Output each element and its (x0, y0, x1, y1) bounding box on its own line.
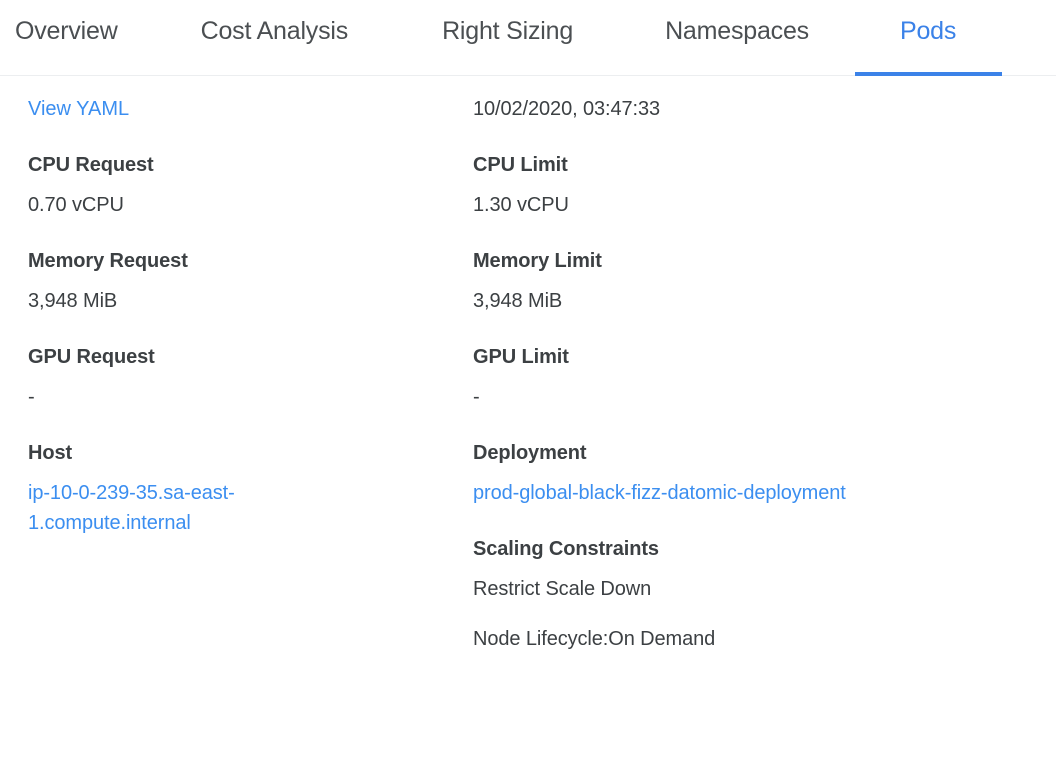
field-deployment: Deployment prod-global-black-fizz-datomi… (473, 440, 1024, 508)
cpu-limit-label: CPU Limit (473, 154, 568, 176)
tab-bar: Overview Cost Analysis Right Sizing Name… (0, 0, 1056, 76)
deployment-link[interactable]: prod-global-black-fizz-datomic-deploymen… (473, 482, 846, 504)
scaling-constraints-label: Scaling Constraints (473, 538, 659, 560)
memory-request-value: 3,948 MiB (28, 290, 118, 312)
tab-overview[interactable]: Overview (0, 0, 160, 75)
host-label: Host (28, 442, 73, 464)
tab-cost-analysis-label: Cost Analysis (200, 17, 349, 45)
timestamp-row: 10/02/2020, 03:47:33 (473, 94, 1024, 124)
field-cpu-request: CPU Request 0.70 vCPU (28, 152, 464, 220)
pod-detail-right-column: 10/02/2020, 03:47:33 CPU Limit 1.30 vCPU… (464, 94, 1024, 654)
scaling-constraint-item: Node Lifecycle:On Demand (473, 628, 716, 650)
deployment-label: Deployment (473, 442, 587, 464)
host-link[interactable]: ip-10-0-239-35.sa-east-1.compute.interna… (28, 482, 235, 534)
tab-pods[interactable]: Pods (854, 0, 1003, 76)
tab-overview-label: Overview (15, 17, 118, 45)
tab-namespaces-underline (619, 72, 855, 76)
gpu-request-value: - (28, 386, 35, 408)
cpu-request-label: CPU Request (28, 154, 154, 176)
tab-list: Overview Cost Analysis Right Sizing Name… (0, 0, 1056, 76)
tab-overview-underline (0, 72, 160, 76)
field-scaling-constraints: Scaling Constraints Restrict Scale Down … (473, 536, 1024, 654)
tab-pods-underline (854, 72, 1003, 76)
tab-right-sizing[interactable]: Right Sizing (394, 0, 619, 75)
tab-right-sizing-underline (394, 72, 619, 76)
cpu-request-value: 0.70 vCPU (28, 194, 124, 216)
tab-namespaces-label: Namespaces (665, 17, 809, 45)
memory-limit-label: Memory Limit (473, 250, 602, 272)
field-host: Host ip-10-0-239-35.sa-east-1.compute.in… (28, 440, 464, 538)
pod-detail-panel: View YAML CPU Request 0.70 vCPU Memory R… (0, 76, 1056, 654)
cpu-limit-value: 1.30 vCPU (473, 194, 569, 216)
view-yaml-row: View YAML (28, 94, 464, 124)
field-cpu-limit: CPU Limit 1.30 vCPU (473, 152, 1024, 220)
tab-right-sizing-label: Right Sizing (442, 17, 574, 45)
field-gpu-request: GPU Request - (28, 344, 464, 412)
gpu-request-label: GPU Request (28, 346, 155, 368)
scaling-constraint-item: Restrict Scale Down (473, 578, 652, 600)
field-memory-request: Memory Request 3,948 MiB (28, 248, 464, 316)
tab-cost-analysis[interactable]: Cost Analysis (160, 0, 394, 75)
pod-timestamp: 10/02/2020, 03:47:33 (473, 98, 661, 120)
memory-request-label: Memory Request (28, 250, 188, 272)
field-memory-limit: Memory Limit 3,948 MiB (473, 248, 1024, 316)
field-gpu-limit: GPU Limit - (473, 344, 1024, 412)
view-yaml-link[interactable]: View YAML (28, 98, 130, 120)
memory-limit-value: 3,948 MiB (473, 290, 563, 312)
pod-detail-left-column: View YAML CPU Request 0.70 vCPU Memory R… (0, 94, 464, 654)
gpu-limit-value: - (473, 386, 480, 408)
tab-namespaces[interactable]: Namespaces (619, 0, 855, 75)
tab-pods-label: Pods (899, 17, 957, 45)
gpu-limit-label: GPU Limit (473, 346, 569, 368)
tab-cost-analysis-underline (160, 72, 394, 76)
